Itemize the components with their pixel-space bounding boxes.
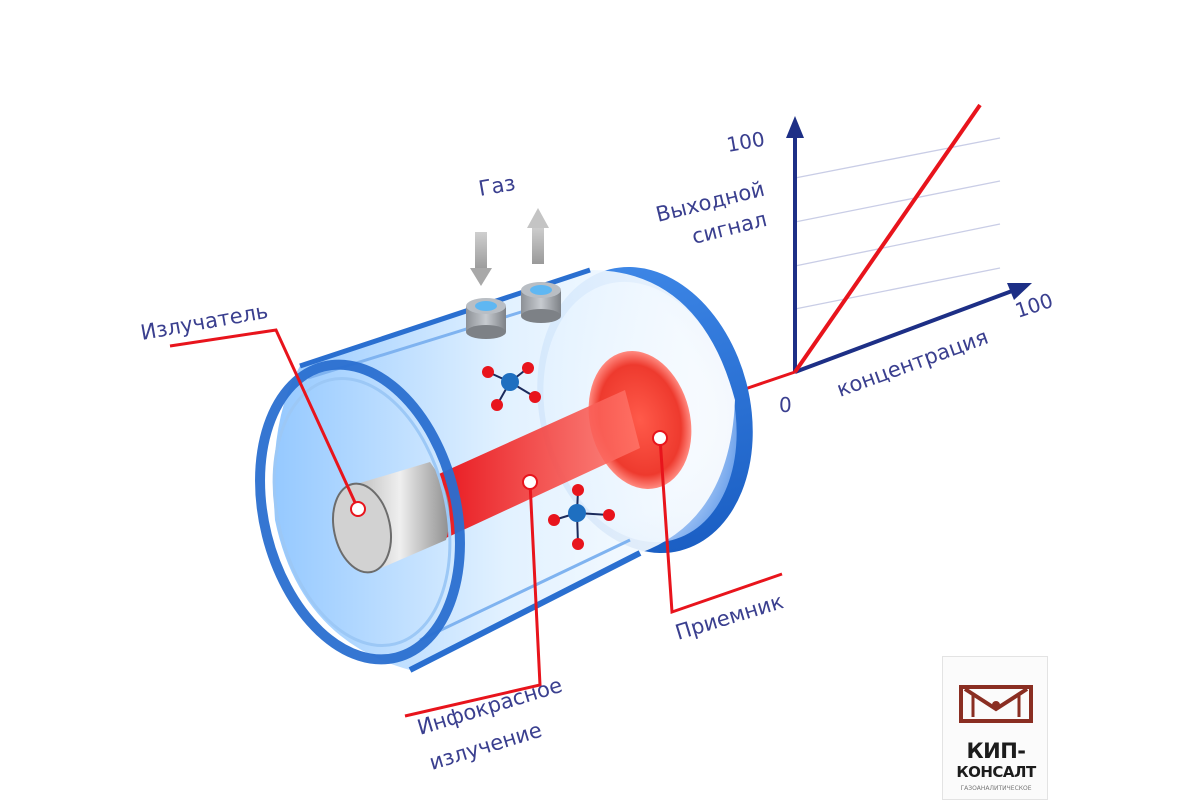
- infrared-beam: [430, 390, 640, 538]
- y-max-label: 100: [725, 127, 767, 157]
- graph-gridlines: [794, 137, 1001, 310]
- cylinder-front-rim: [255, 359, 465, 665]
- logo-emblem-icon: [959, 685, 1033, 723]
- logo-line2: КОНСАЛТ: [956, 763, 1036, 781]
- signal-line: [793, 103, 982, 374]
- gas-molecule-upper: [482, 362, 541, 411]
- emitter-callout: [169, 328, 366, 517]
- y-axis-arrowhead: [786, 116, 804, 138]
- gas-outlet-arrow: [527, 208, 549, 264]
- infrared-callout: [404, 474, 542, 718]
- x-axis-title: концентрация: [834, 325, 992, 402]
- cylinder-bottom-edge-inner: [419, 538, 631, 642]
- logo-line3: ГАЗОАНАЛИТИЧЕСКОЕ: [960, 785, 1032, 792]
- receiver-marker: [652, 430, 668, 446]
- cylinder-front-rim-inner: [272, 376, 452, 648]
- sensor-cylinder: [255, 267, 753, 673]
- emitter-marker: [350, 501, 366, 517]
- gas-inlet-port: [466, 298, 506, 339]
- infrared-marker: [522, 474, 538, 490]
- gas-molecule-lower: [548, 484, 615, 550]
- gas-label: Газ: [477, 171, 517, 201]
- cylinder-bottom-edge: [408, 550, 642, 673]
- emitter-face: [332, 482, 392, 574]
- emitter-label: Излучатель: [139, 299, 270, 345]
- x-axis-arrowhead: [1007, 283, 1032, 300]
- gas-inlet-arrow: [470, 232, 492, 286]
- receiver-callout: [652, 430, 783, 615]
- x-axis: [794, 289, 1013, 374]
- receiver-label: Приемник: [672, 589, 786, 645]
- infrared-label-line1: Инфокрасное: [414, 673, 565, 740]
- gas-outlet-port: [521, 282, 561, 323]
- company-logo: КИП- КОНСАЛТ ГАЗОАНАЛИТИЧЕСКОЕ: [942, 656, 1048, 800]
- origin-label: 0: [779, 393, 792, 417]
- connector-line: [744, 370, 796, 391]
- logo-line1: КИП-: [966, 739, 1026, 763]
